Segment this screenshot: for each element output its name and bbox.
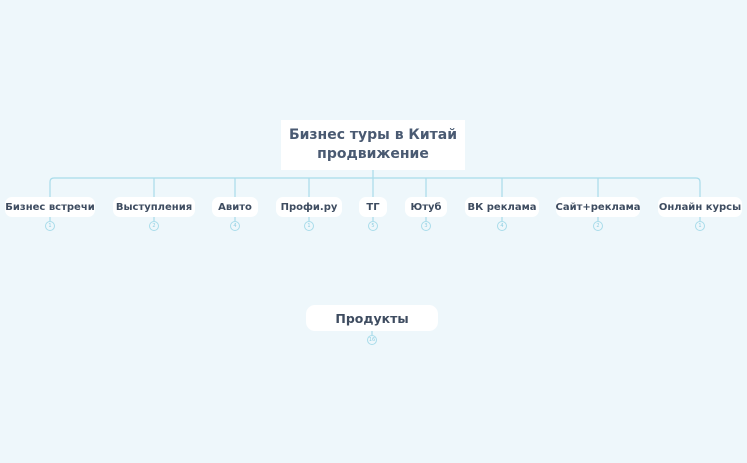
branch-topic-label: Онлайн курсы [658,201,742,213]
branch-topic-label: Профи.ру [280,201,338,213]
collapse-count-badge[interactable]: 4 [497,221,507,231]
branch-topic-label: Авито [218,201,252,213]
root-title-line2: продвижение [317,146,429,162]
branch-topic-label: Сайт+реклама [555,201,641,213]
collapse-count-badge[interactable]: 4 [230,221,240,231]
branch-topic[interactable]: ТГ [359,197,387,217]
branch-topic[interactable]: Сайт+реклама [555,197,641,217]
branch-topic-label: Ютуб [410,201,442,213]
branch-topic[interactable]: ВК реклама [465,197,539,217]
branch-topic[interactable]: Онлайн курсы [658,197,742,217]
root-topic[interactable]: Бизнес туры в Китай продвижение [281,120,465,170]
branch-topic[interactable]: Ютуб [405,197,447,217]
branch-topic-label: ТГ [366,201,380,213]
collapse-count-badge[interactable]: 3 [421,221,431,231]
root-title-line1: Бизнес туры в Китай [288,127,458,143]
collapse-count-badge[interactable]: 5 [368,221,378,231]
branch-topic[interactable]: Бизнес встречи [5,197,95,217]
branch-topic-label: ВК реклама [467,201,537,213]
collapse-count-badge[interactable]: 2 [593,221,603,231]
branch-topic[interactable]: Профи.ру [276,197,342,217]
branch-topic-label: Выступления [115,201,193,213]
collapse-count-badge[interactable]: 16 [367,335,377,345]
collapse-count-badge[interactable]: 1 [45,221,55,231]
floating-topic-products[interactable]: Продукты [306,305,438,331]
connector-path [49,170,701,335]
collapse-count-badge[interactable]: 2 [149,221,159,231]
floating-topic-label: Продукты [335,310,409,326]
branch-topic[interactable]: Авито [212,197,258,217]
collapse-count-badge[interactable]: 1 [695,221,705,231]
branch-topic-label: Бизнес встречи [5,201,95,213]
branch-topic[interactable]: Выступления [113,197,195,217]
collapse-count-badge[interactable]: 1 [304,221,314,231]
